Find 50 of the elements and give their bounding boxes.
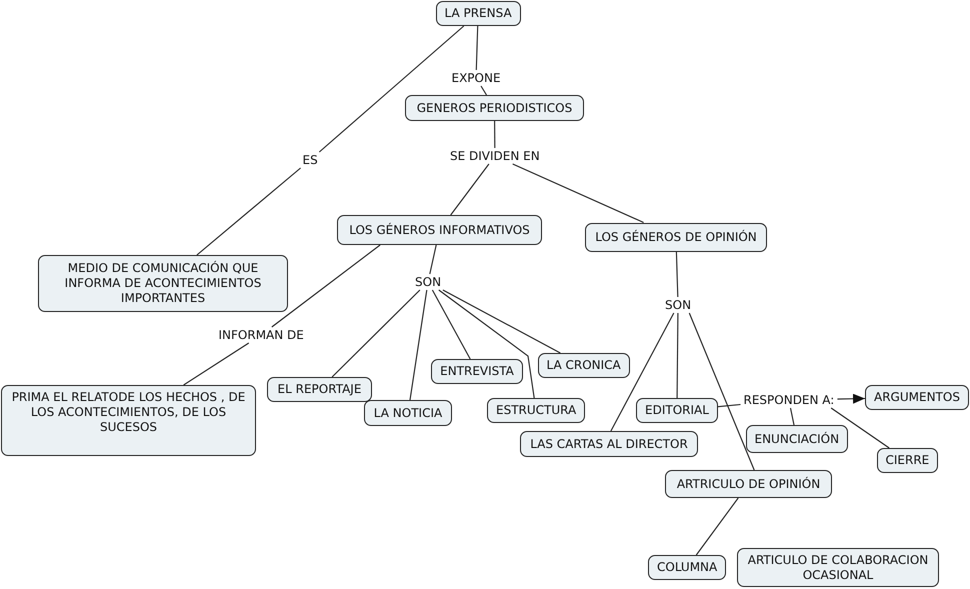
- concept-box: ENTREVISTA: [431, 359, 523, 384]
- concept-box: LOS GÉNEROS INFORMATIVOS: [337, 215, 542, 245]
- connector-line: [830, 408, 890, 448]
- connector-line: [696, 498, 739, 556]
- connector-line: [676, 313, 678, 398]
- connector-line: [318, 26, 464, 152]
- concept-box: MEDIO DE COMUNICACIÓN QUE INFORMA DE ACONTECIMIENTOS IMPORTANTES: [38, 255, 288, 312]
- connector-line: [610, 312, 674, 432]
- concept-box: CIERRE: [876, 448, 938, 473]
- connector-line: [480, 86, 487, 96]
- concept-box: ESTRUCTURA: [487, 398, 586, 423]
- connector-line: [494, 121, 496, 148]
- linking-phrase: SON: [662, 297, 694, 313]
- connector-line: [409, 290, 428, 400]
- connector-line: [429, 244, 437, 274]
- concept-box: LAS CARTAS AL DIRECTOR: [520, 431, 698, 457]
- connector-line: [512, 164, 644, 223]
- connector-line: [196, 168, 301, 256]
- linking-phrase: INFORMAN DE: [216, 327, 307, 343]
- concept-box: EDITORIAL: [636, 398, 718, 423]
- connector-line: [438, 290, 535, 398]
- linking-phrase: SE DIVIDEN EN: [447, 148, 543, 164]
- arrow: [837, 394, 866, 404]
- concept-box: PRIMA EL RELATODE LOS HECHOS , DE LOS ACONTECIMIENTOS, DE LOS SUCESOS: [1, 385, 256, 456]
- concept-box: GENEROS PERIODISTICOS: [405, 95, 584, 121]
- linking-phrase: EXPONE: [448, 70, 504, 86]
- concept-box: ENUNCIACIÓN: [746, 425, 848, 453]
- connector-line: [271, 244, 380, 328]
- concept-box: ARGUMENTOS: [865, 385, 969, 410]
- connector-line: [790, 408, 795, 426]
- concept-box: LA PRENSA: [436, 1, 521, 26]
- concept-box: LA CRONICA: [538, 353, 630, 378]
- connector-line: [332, 290, 420, 378]
- concept-box: COLUMNA: [648, 555, 726, 580]
- linking-phrase: ES: [300, 152, 321, 168]
- connector-line: [442, 290, 561, 354]
- linking-phrase: SON: [412, 274, 444, 290]
- connector-line: [450, 164, 490, 216]
- connector-line: [688, 312, 755, 470]
- linking-phrase: RESPONDEN A:: [740, 392, 838, 408]
- connector-line: [718, 404, 741, 408]
- connector-line: [432, 290, 471, 360]
- concept-box: LA NOTICIA: [364, 400, 452, 426]
- connector-line: [183, 342, 250, 386]
- concept-box: ARTICULO DE COLABORACION OCASIONAL: [737, 548, 939, 587]
- concept-box: LOS GÉNEROS DE OPINIÓN: [585, 222, 767, 252]
- concept-box: ARTRICULO DE OPINIÓN: [665, 470, 832, 498]
- connector-line: [676, 251, 678, 298]
- concept-box: EL REPORTAJE: [267, 377, 372, 402]
- connector-line: [476, 26, 478, 70]
